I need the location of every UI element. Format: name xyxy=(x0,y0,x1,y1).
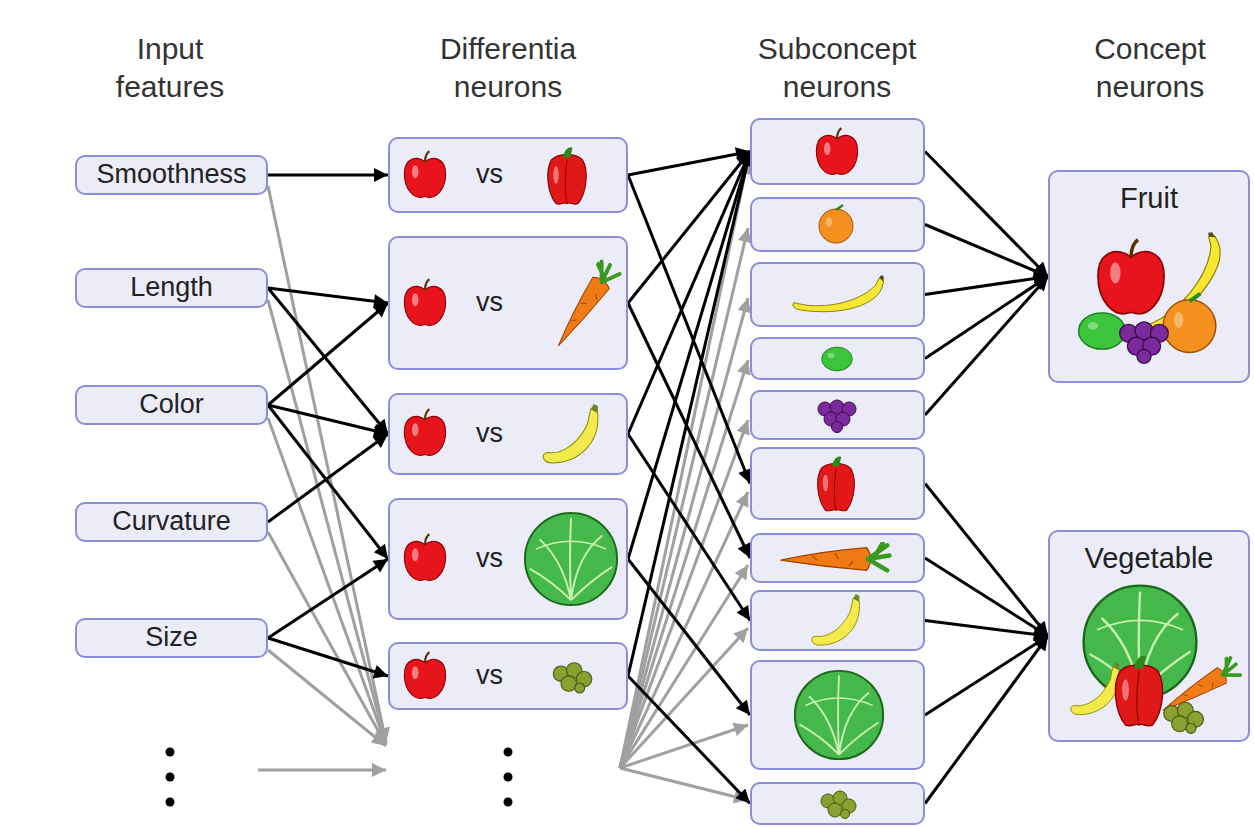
apple-icon xyxy=(404,279,445,325)
dot xyxy=(166,798,175,807)
connector-arrow xyxy=(628,152,750,176)
feature-label: Color xyxy=(139,389,204,420)
cabbage-icon xyxy=(795,671,883,759)
column-header-wrap: Input features xyxy=(116,30,224,105)
dot xyxy=(504,798,513,807)
gray-line xyxy=(268,532,386,745)
edge-group xyxy=(268,152,1048,804)
input-feature-box: Size xyxy=(75,618,268,658)
column-header-wrap: Subconcept neurons xyxy=(758,30,916,105)
apple-icon xyxy=(1098,240,1164,314)
squash-icon xyxy=(812,594,860,645)
gray-line xyxy=(620,565,748,768)
orange-icon xyxy=(1163,294,1216,353)
pepper-icon xyxy=(818,456,855,510)
connector-arrow xyxy=(268,288,388,303)
column-header-wrap: Concept neurons xyxy=(1094,30,1206,105)
banana-icon xyxy=(793,275,884,312)
gray-line xyxy=(258,769,386,772)
input-feature-box: Color xyxy=(75,385,268,425)
feature-label: Length xyxy=(130,272,213,303)
connector-arrow xyxy=(925,277,1048,416)
connector-arrow xyxy=(925,636,1048,804)
vs-label: vs xyxy=(476,660,503,691)
connector-arrow xyxy=(628,303,750,558)
lime-icon xyxy=(1079,313,1126,349)
gray-line xyxy=(620,420,748,768)
dot xyxy=(504,773,513,782)
connector-arrow xyxy=(925,277,1048,295)
connector-arrow xyxy=(628,559,750,715)
connector-arrow xyxy=(925,484,1048,637)
orange-icon xyxy=(819,205,853,243)
feature-label: Size xyxy=(145,622,198,653)
carrot-icon xyxy=(546,259,621,351)
apple-icon xyxy=(404,409,445,455)
input-feature-box: Curvature xyxy=(75,502,268,542)
column-header: Concept neurons xyxy=(1094,30,1206,105)
connector-arrow xyxy=(268,174,388,177)
column-header: Input features xyxy=(116,30,224,105)
dot xyxy=(504,748,513,757)
connector-arrow xyxy=(268,638,388,676)
column-header-wrap: Differentia neurons xyxy=(440,30,576,105)
input-feature-box: Length xyxy=(75,268,268,308)
dot xyxy=(166,748,175,757)
gray-line xyxy=(620,725,748,768)
dot xyxy=(166,773,175,782)
vs-label: vs xyxy=(476,287,503,318)
vs-label: vs xyxy=(476,543,503,574)
connector-arrow xyxy=(268,303,388,405)
feature-label: Curvature xyxy=(112,506,231,537)
grapes-icon xyxy=(1120,322,1169,364)
apple-icon xyxy=(404,151,445,197)
connector-arrow xyxy=(925,558,1048,636)
gray-line xyxy=(620,160,748,768)
connector-arrow xyxy=(268,559,388,638)
squash-icon xyxy=(1071,662,1120,714)
apple-icon xyxy=(816,128,857,174)
peas-icon xyxy=(821,791,856,819)
cabbage-icon xyxy=(525,513,617,605)
gray-line xyxy=(268,300,386,743)
connector-arrow xyxy=(268,288,388,434)
connector-arrow xyxy=(268,434,388,522)
connector-arrow xyxy=(628,152,750,560)
concept-label: Vegetable xyxy=(1084,542,1213,575)
connector-arrow xyxy=(925,636,1048,715)
pepper-icon xyxy=(1115,656,1162,726)
peas-icon xyxy=(553,663,592,693)
connector-arrow xyxy=(628,152,750,677)
gray-line xyxy=(268,418,386,744)
apple-icon xyxy=(404,652,445,698)
apple-icon xyxy=(404,534,445,580)
connector-arrow xyxy=(628,676,750,804)
gray-line xyxy=(268,650,386,746)
gray-line xyxy=(620,628,748,768)
vs-label: vs xyxy=(476,418,503,449)
input-feature-box: Smoothness xyxy=(75,155,268,195)
carrot-icon xyxy=(781,543,890,570)
lime-icon xyxy=(822,347,853,371)
peas-icon xyxy=(1164,702,1204,733)
pepper-icon xyxy=(548,147,586,204)
vs-label: vs xyxy=(476,159,503,190)
feature-label: Smoothness xyxy=(96,159,246,190)
subconcept-neuron xyxy=(750,262,925,327)
connector-arrow xyxy=(925,152,1048,277)
connector-arrow xyxy=(925,225,1048,277)
ellipsis-dots xyxy=(166,748,513,807)
connector-arrow xyxy=(628,175,750,484)
column-header: Differentia neurons xyxy=(440,30,576,105)
concept-label: Fruit xyxy=(1120,182,1178,215)
gray-line xyxy=(620,768,748,800)
carrot-shape xyxy=(546,259,621,351)
connector-arrow xyxy=(268,405,388,559)
grapes-icon xyxy=(818,400,856,433)
connector-arrow xyxy=(628,152,750,435)
connector-arrow xyxy=(925,621,1048,637)
column-header: Subconcept neurons xyxy=(758,30,916,105)
squash-icon xyxy=(543,404,598,463)
